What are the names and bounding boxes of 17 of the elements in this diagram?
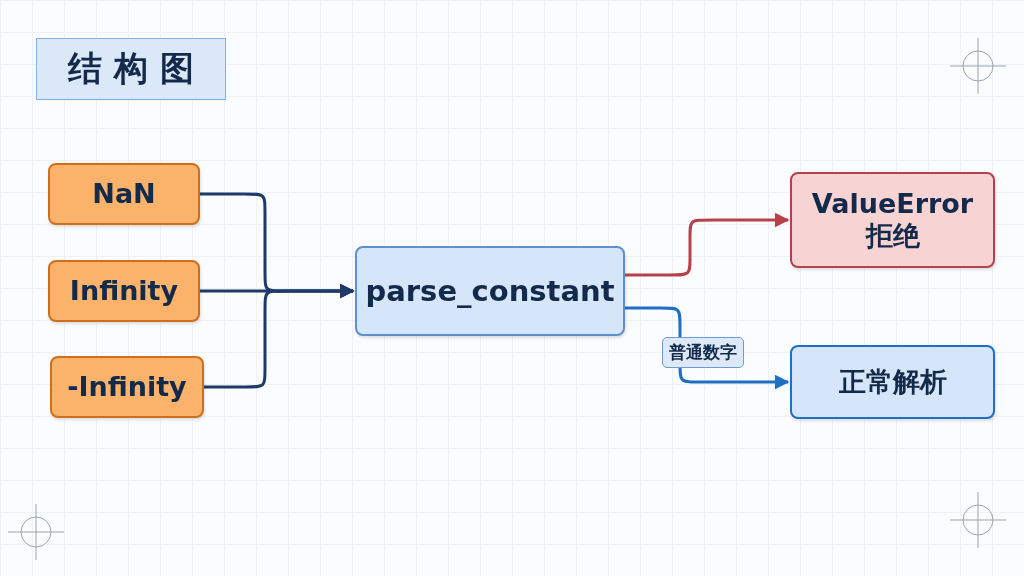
input-box <box>48 260 200 322</box>
node-label: 拒绝 <box>865 220 920 253</box>
node-label: parse_constant <box>365 273 615 309</box>
arrow <box>204 283 355 389</box>
result-box <box>790 345 995 419</box>
node-label: ValueError <box>811 187 974 220</box>
process-box <box>355 246 625 336</box>
node-label: 正常解析 <box>838 365 947 399</box>
node-label: -Infinity <box>67 370 187 404</box>
error-box <box>790 172 995 268</box>
input-box <box>48 163 200 225</box>
arrow <box>625 212 790 277</box>
diagram-title: 结构图 <box>36 38 226 100</box>
node-label: Infinity <box>69 274 179 308</box>
edge-label: 普通数字 <box>662 337 744 368</box>
node-label: NaN <box>92 177 156 211</box>
input-box <box>50 356 204 418</box>
